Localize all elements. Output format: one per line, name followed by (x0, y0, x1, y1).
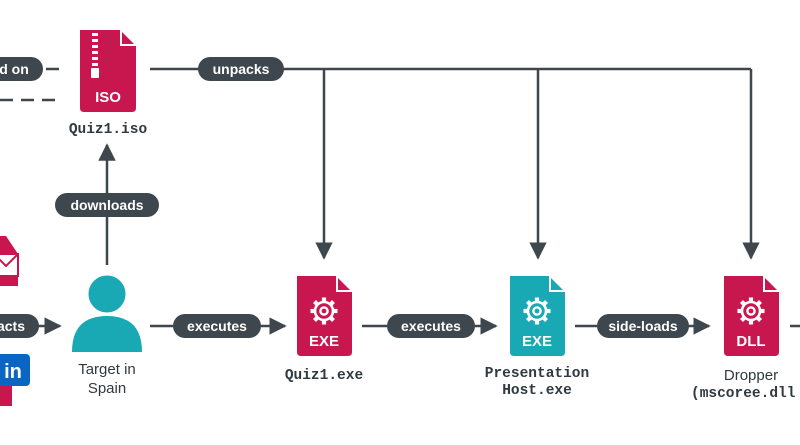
linkedin-icon: in (0, 354, 30, 406)
dropper-tag: DLL (736, 333, 765, 350)
person-icon (72, 272, 142, 352)
exe-file-icon (510, 276, 565, 356)
edge-label-side-loads: side-loads (597, 314, 689, 338)
presentation-host-label-line1: Presentation (485, 366, 589, 382)
dropper-label-line2: (mscoree.dll (691, 386, 796, 402)
edge-label-contacts: acts (0, 314, 39, 338)
edge-label-executes-2-text: executes (401, 318, 461, 334)
edge-label-unpacks-text: unpacks (213, 61, 270, 77)
edge-label-contacts-text: acts (0, 318, 25, 334)
target-label-line1: Target in (78, 361, 136, 378)
exe-file-icon (297, 276, 352, 356)
quiz-exe-label: Quiz1.exe (285, 368, 363, 384)
dropper-label-line1: Dropper (724, 367, 778, 384)
quiz-exe-node: EXE Quiz1.exe (285, 276, 363, 384)
edge-label-executes-1: executes (173, 314, 261, 338)
presentation-host-label-line2: Host.exe (502, 383, 572, 399)
dropper-dll-node: DLL Dropper (mscoree.dll (691, 276, 796, 402)
edge-label-executes-1-text: executes (187, 318, 247, 334)
dll-file-icon (724, 276, 779, 356)
iso-file-tag: ISO (95, 89, 121, 106)
email-icon (0, 236, 19, 286)
edge-label-executes-2: executes (387, 314, 475, 338)
quiz-exe-tag: EXE (309, 333, 339, 350)
edge-label-hosted-on: d on (0, 57, 43, 81)
presentation-host-tag: EXE (522, 333, 552, 350)
edge-label-hosted-on-text: d on (0, 61, 29, 77)
iso-file-node: ISO Quiz1.iso (69, 30, 148, 138)
iso-file-label: Quiz1.iso (69, 122, 148, 138)
edge-label-side-loads-text: side-loads (608, 318, 677, 334)
edge-label-downloads: downloads (55, 193, 159, 217)
presentation-host-node: EXE Presentation Host.exe (485, 276, 589, 399)
iso-file-icon (80, 30, 136, 112)
edge-label-downloads-text: downloads (70, 197, 143, 213)
target-person-node: Target in Spain (72, 272, 142, 397)
edge-label-unpacks: unpacks (198, 57, 284, 81)
linkedin-icon-text: in (4, 361, 22, 383)
target-label-line2: Spain (88, 380, 126, 397)
